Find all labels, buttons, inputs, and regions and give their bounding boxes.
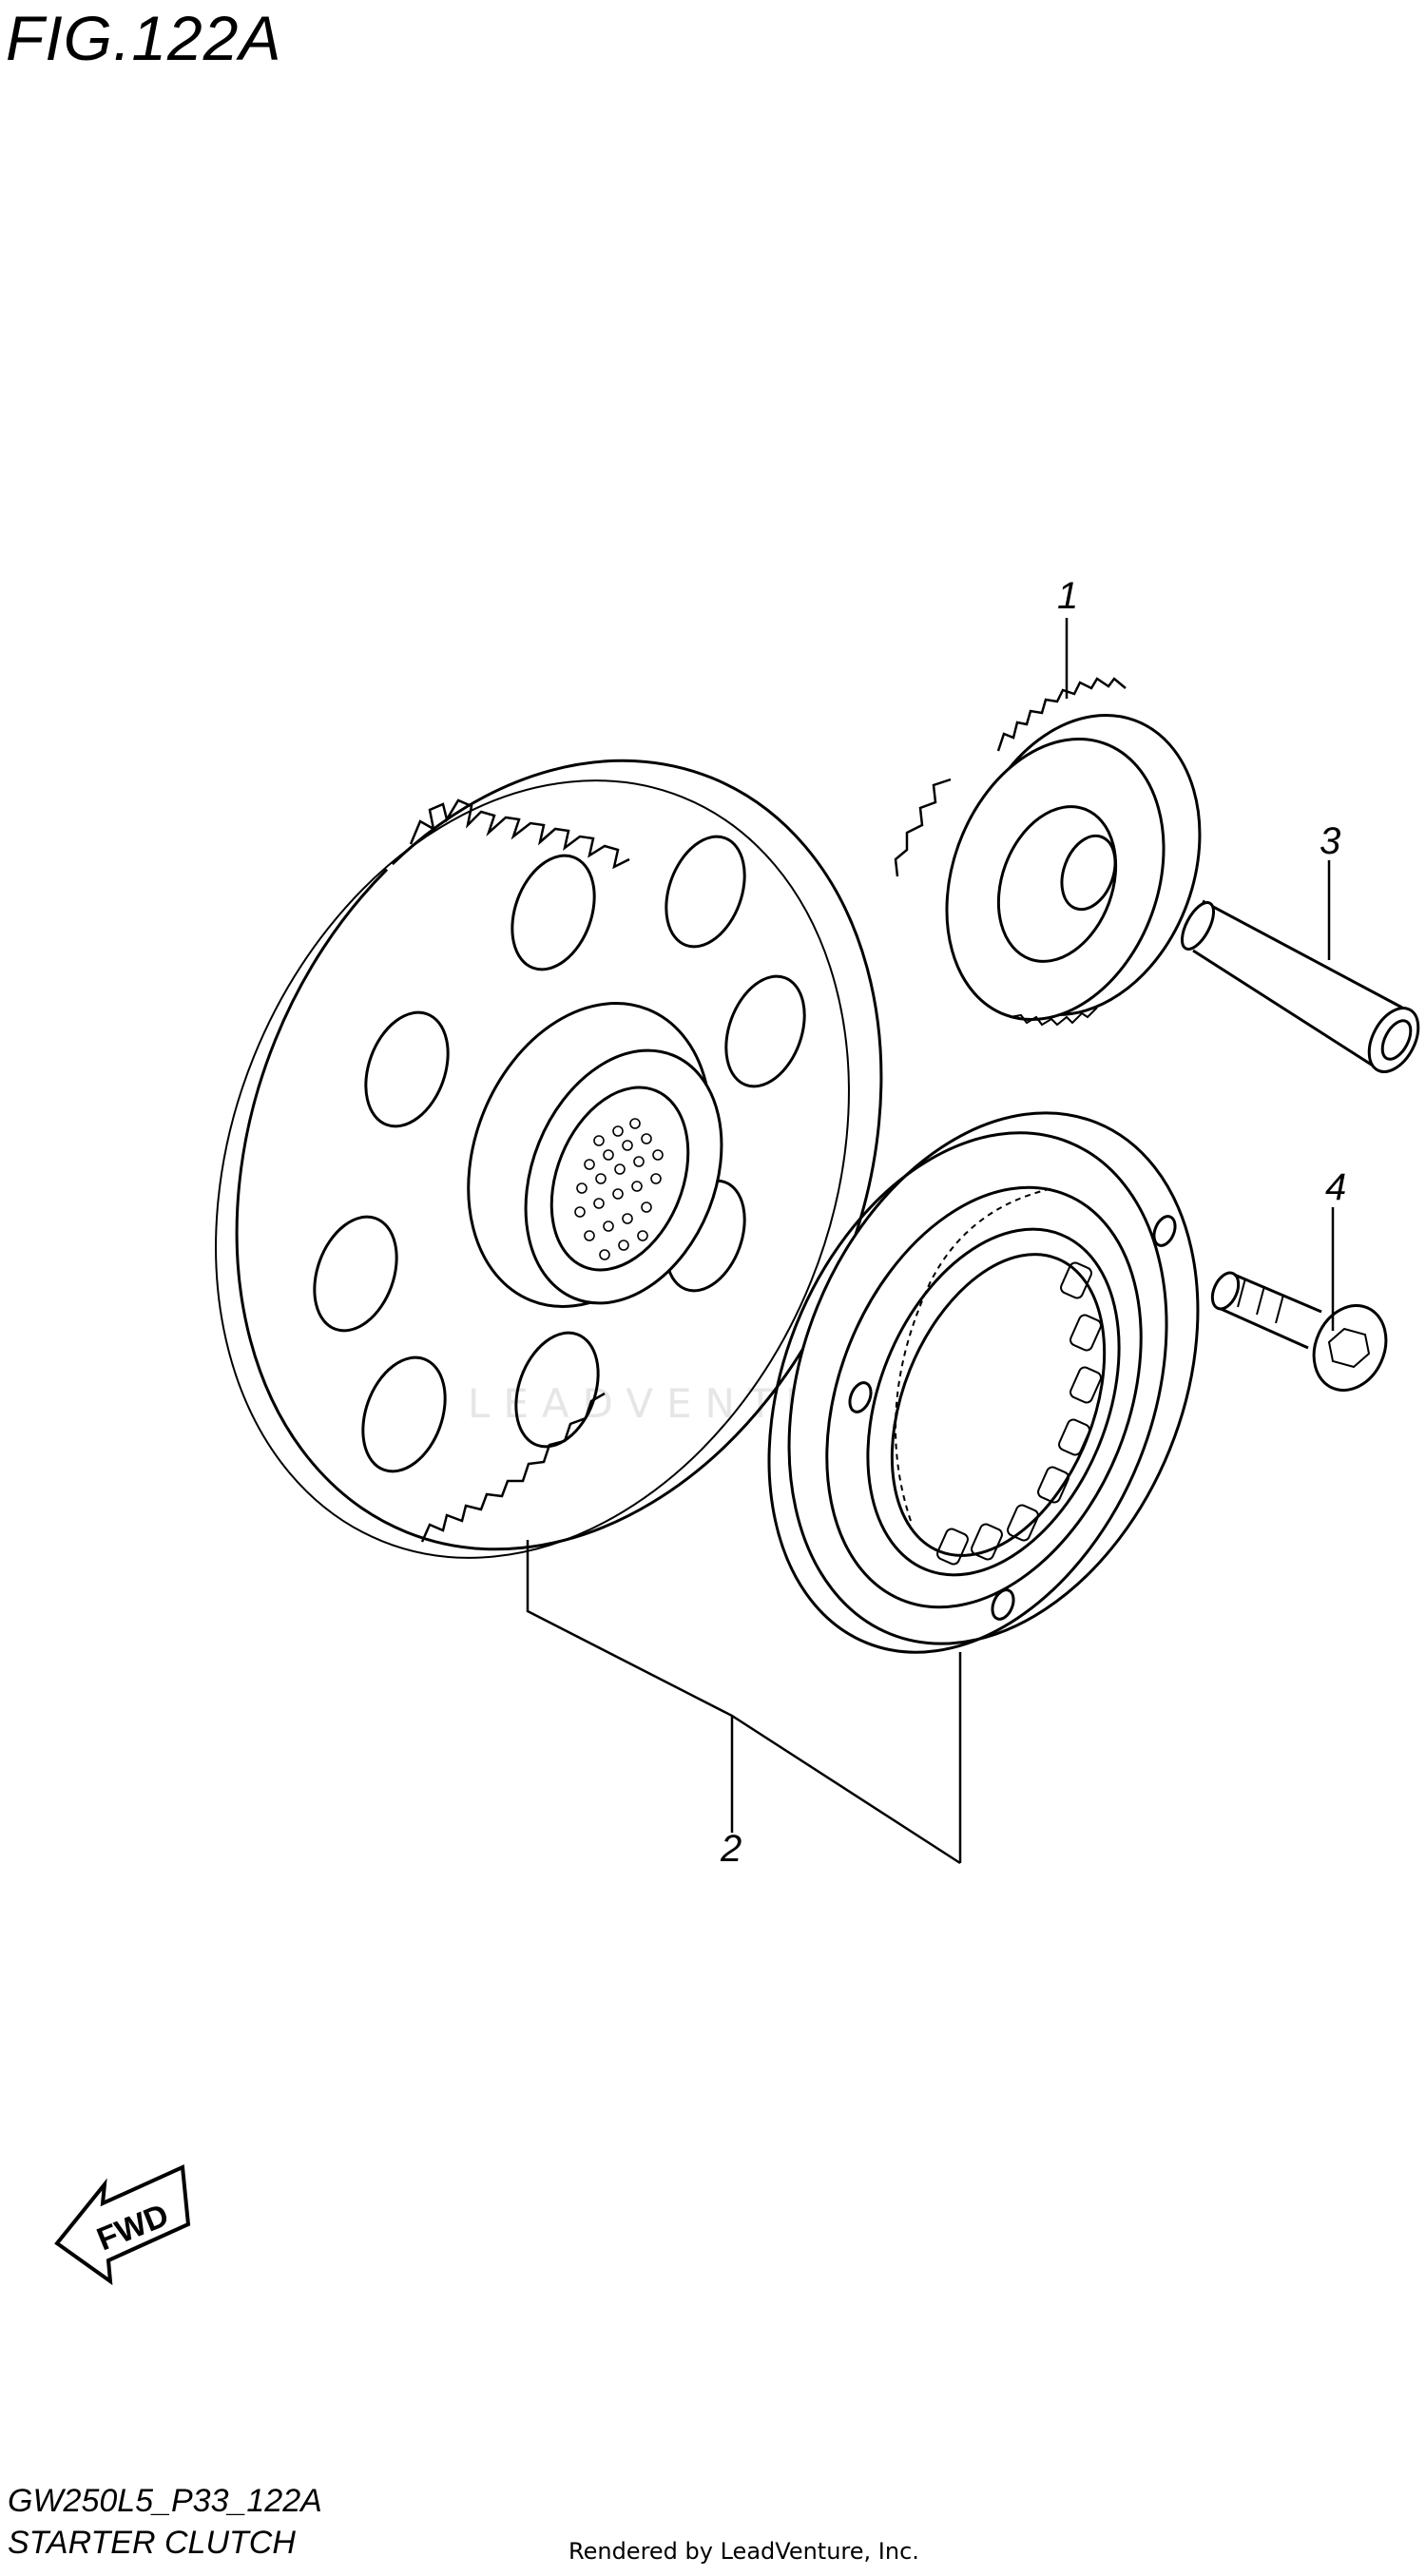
gear-teeth-bottom [420,1392,606,1543]
clutch-race-inner [890,1253,1107,1557]
clutch-bolt[interactable] [1207,1269,1399,1402]
fwd-arrow: FWD [54,2164,191,2286]
gear-hole [665,835,746,949]
starter-gear-rim [215,779,850,1559]
idle-gear-teeth-bottom [1009,1007,1098,1027]
clutch-outer-edge [787,1111,1200,1645]
shaft-end-left [1180,901,1216,951]
callout-2[interactable]: 2 [720,1828,742,1870]
gear-hole [313,1215,398,1333]
gear-hole [514,1331,600,1449]
shaft-end-right [1367,1007,1420,1073]
gear-hub-face [524,1048,723,1305]
fwd-arrow-icon [54,2164,191,2286]
idle-gear-shaft[interactable] [1176,898,1426,1081]
rendered-by: Rendered by LeadVenture, Inc. [568,2538,919,2565]
idle-gear-front [945,737,1166,1022]
one-way-clutch[interactable] [696,1051,1273,1712]
starter-gear-large[interactable] [104,663,995,1654]
clutch-race [866,1227,1121,1577]
gear-hole [724,974,806,1088]
gear-hole [364,1010,450,1128]
figure-title: FIG.122A [6,3,282,73]
bolt-hex-socket [1327,1327,1371,1369]
needle-bearing [574,1118,664,1260]
gear-teeth-top [409,798,630,870]
sprag-rollers [936,1261,1102,1566]
clutch-outer-face [767,1131,1168,1654]
clutch-bolt-hole [991,1588,1015,1621]
footer-name: STARTER CLUTCH [8,2525,296,2561]
idle-gear-bore [1060,834,1117,912]
idle-gear[interactable] [894,677,1240,1050]
clutch-bolt-hole [1152,1215,1177,1247]
gear-hole [361,1355,447,1473]
idle-gear-small-teeth [894,778,952,877]
idle-gear-teeth [996,677,1127,752]
leader-lines [526,618,1335,1865]
footer-code: GW250L5_P33_122A [8,2483,322,2519]
callout-3[interactable]: 3 [1320,820,1340,862]
clutch-bolt-hole [848,1381,873,1413]
gear-hole [511,854,596,971]
gear-hub-bore [549,1086,690,1272]
callout-4[interactable]: 4 [1325,1166,1346,1208]
callout-1[interactable]: 1 [1057,575,1078,617]
clutch-cage [895,1187,1054,1522]
idle-gear-hub [996,805,1118,963]
clutch-inner-step [825,1185,1143,1609]
